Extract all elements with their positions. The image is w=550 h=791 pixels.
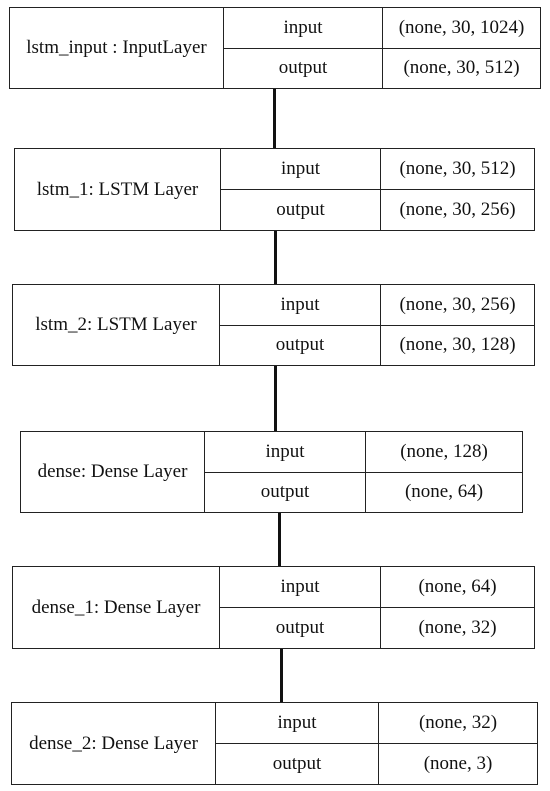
output-label: output bbox=[275, 617, 325, 638]
layer-node-dense-1: dense_1: Dense Layer input output (none,… bbox=[12, 566, 535, 649]
output-shape: (none, 64) bbox=[404, 481, 484, 503]
input-shape: (none, 30, 1024) bbox=[383, 8, 540, 49]
layer-node-dense: dense: Dense Layer input output (none, 1… bbox=[20, 431, 523, 513]
layer-node-lstm-1: lstm_1: LSTM Layer input output (none, 3… bbox=[14, 148, 535, 231]
layer-name: dense: Dense Layer bbox=[21, 432, 205, 512]
input-label: input bbox=[220, 567, 380, 608]
edge-dense-1-to-dense-2 bbox=[280, 648, 283, 703]
input-shape: (none, 32) bbox=[379, 703, 537, 744]
edge-lstm-2-to-dense bbox=[274, 365, 277, 432]
input-label: input bbox=[221, 149, 380, 190]
input-shape: (none, 30, 256) bbox=[381, 285, 534, 326]
output-shape: (none, 30, 256) bbox=[399, 199, 516, 220]
layer-node-lstm-2: lstm_2: LSTM Layer input output (none, 3… bbox=[12, 284, 535, 366]
input-shape: (none, 64) bbox=[381, 567, 534, 608]
edge-dense-to-dense-1 bbox=[278, 512, 281, 567]
layer-name: lstm_input : InputLayer bbox=[10, 8, 224, 88]
output-shape: (none, 32) bbox=[418, 617, 497, 638]
input-shape: (none, 30, 512) bbox=[381, 149, 534, 190]
edge-lstm-input-to-lstm-1 bbox=[273, 89, 276, 149]
layer-name: lstm_1: LSTM Layer bbox=[15, 149, 221, 230]
output-label: output bbox=[278, 57, 328, 79]
output-shape: (none, 30, 512) bbox=[403, 57, 520, 79]
input-label: input bbox=[205, 432, 365, 473]
input-label: input bbox=[220, 285, 380, 326]
output-label: output bbox=[276, 199, 325, 220]
layer-name: dense_2: Dense Layer bbox=[12, 703, 216, 784]
output-shape: (none, 3) bbox=[423, 753, 493, 774]
layer-node-lstm-input: lstm_input : InputLayer input output (no… bbox=[9, 7, 541, 89]
edge-lstm-1-to-lstm-2 bbox=[274, 230, 277, 285]
input-label: input bbox=[224, 8, 382, 49]
output-label: output bbox=[275, 334, 325, 356]
output-label: output bbox=[272, 753, 322, 774]
layer-node-dense-2: dense_2: Dense Layer input output (none,… bbox=[11, 702, 538, 785]
output-shape: (none, 30, 128) bbox=[399, 334, 516, 356]
input-label: input bbox=[216, 703, 378, 744]
input-shape: (none, 128) bbox=[366, 432, 522, 473]
output-label: output bbox=[260, 481, 310, 503]
layer-name: lstm_2: LSTM Layer bbox=[13, 285, 220, 365]
layer-name: dense_1: Dense Layer bbox=[13, 567, 220, 648]
